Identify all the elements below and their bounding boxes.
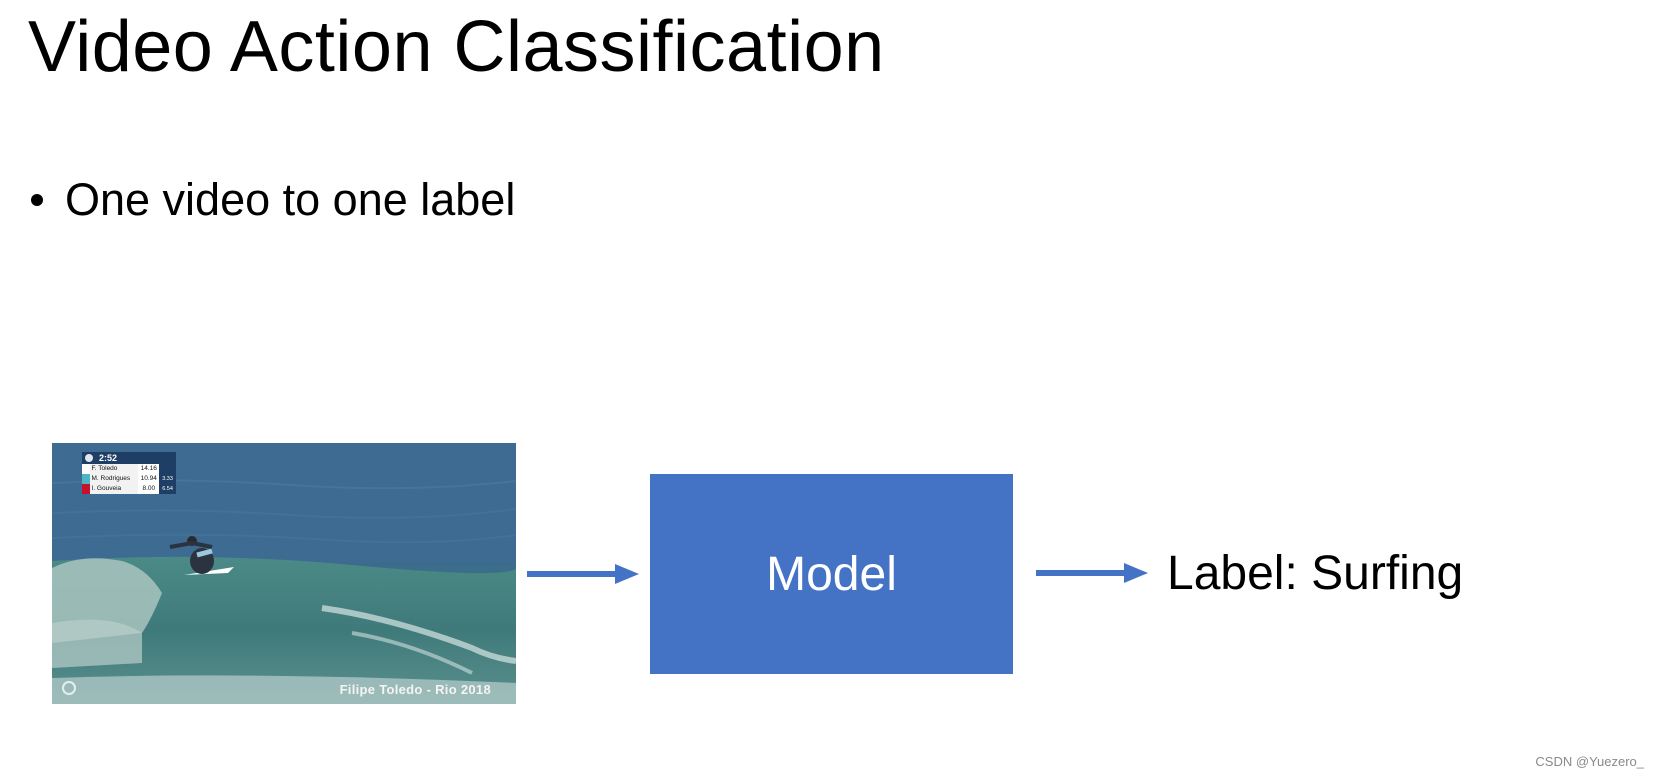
surfer-needs: 6.54 (159, 484, 176, 494)
video-frame: 2:52 F. Toledo 14.16 M. Rodrigues 10.94 … (52, 443, 516, 704)
arrow-right-icon (1036, 563, 1148, 583)
output-label: Label: Surfing (1167, 547, 1464, 600)
surfer-color-marker (82, 484, 90, 494)
bullet-dot-icon (31, 194, 43, 206)
bullet-item: One video to one label (28, 172, 515, 228)
watermark: CSDN @Yuezero_ (1535, 754, 1644, 769)
scoreboard-row: M. Rodrigues 10.94 3.33 (82, 474, 176, 484)
surfing-scene-illustration (52, 443, 516, 704)
surfer-name: I. Gouveia (89, 484, 139, 494)
surfer-name: F. Toledo (89, 464, 139, 474)
surfer-needs: 3.33 (159, 474, 176, 484)
surfer-score: 8.00 (138, 484, 160, 494)
surfer-score: 10.94 (138, 474, 160, 484)
surfer-color-marker (82, 464, 90, 474)
surfer-needs (159, 464, 176, 474)
scoreboard-time: 2:52 (99, 453, 118, 463)
scoreboard-row: F. Toledo 14.16 (82, 464, 176, 474)
scoreboard: 2:52 F. Toledo 14.16 M. Rodrigues 10.94 … (82, 452, 176, 494)
surfer-name: M. Rodrigues (89, 474, 139, 484)
scoreboard-header: 2:52 (82, 452, 176, 464)
arrow-right-icon (527, 564, 639, 584)
slide-title: Video Action Classification (28, 7, 885, 87)
scoreboard-row: I. Gouveia 8.00 6.54 (82, 484, 176, 494)
bullet-text: One video to one label (65, 174, 516, 225)
clock-icon (85, 454, 93, 462)
model-box: Model (650, 474, 1013, 674)
surfer-color-marker (82, 474, 90, 484)
broadcaster-logo-icon (62, 681, 76, 695)
video-caption: Filipe Toledo - Rio 2018 (339, 682, 491, 697)
model-label: Model (766, 547, 897, 601)
surfer-score: 14.16 (138, 464, 160, 474)
